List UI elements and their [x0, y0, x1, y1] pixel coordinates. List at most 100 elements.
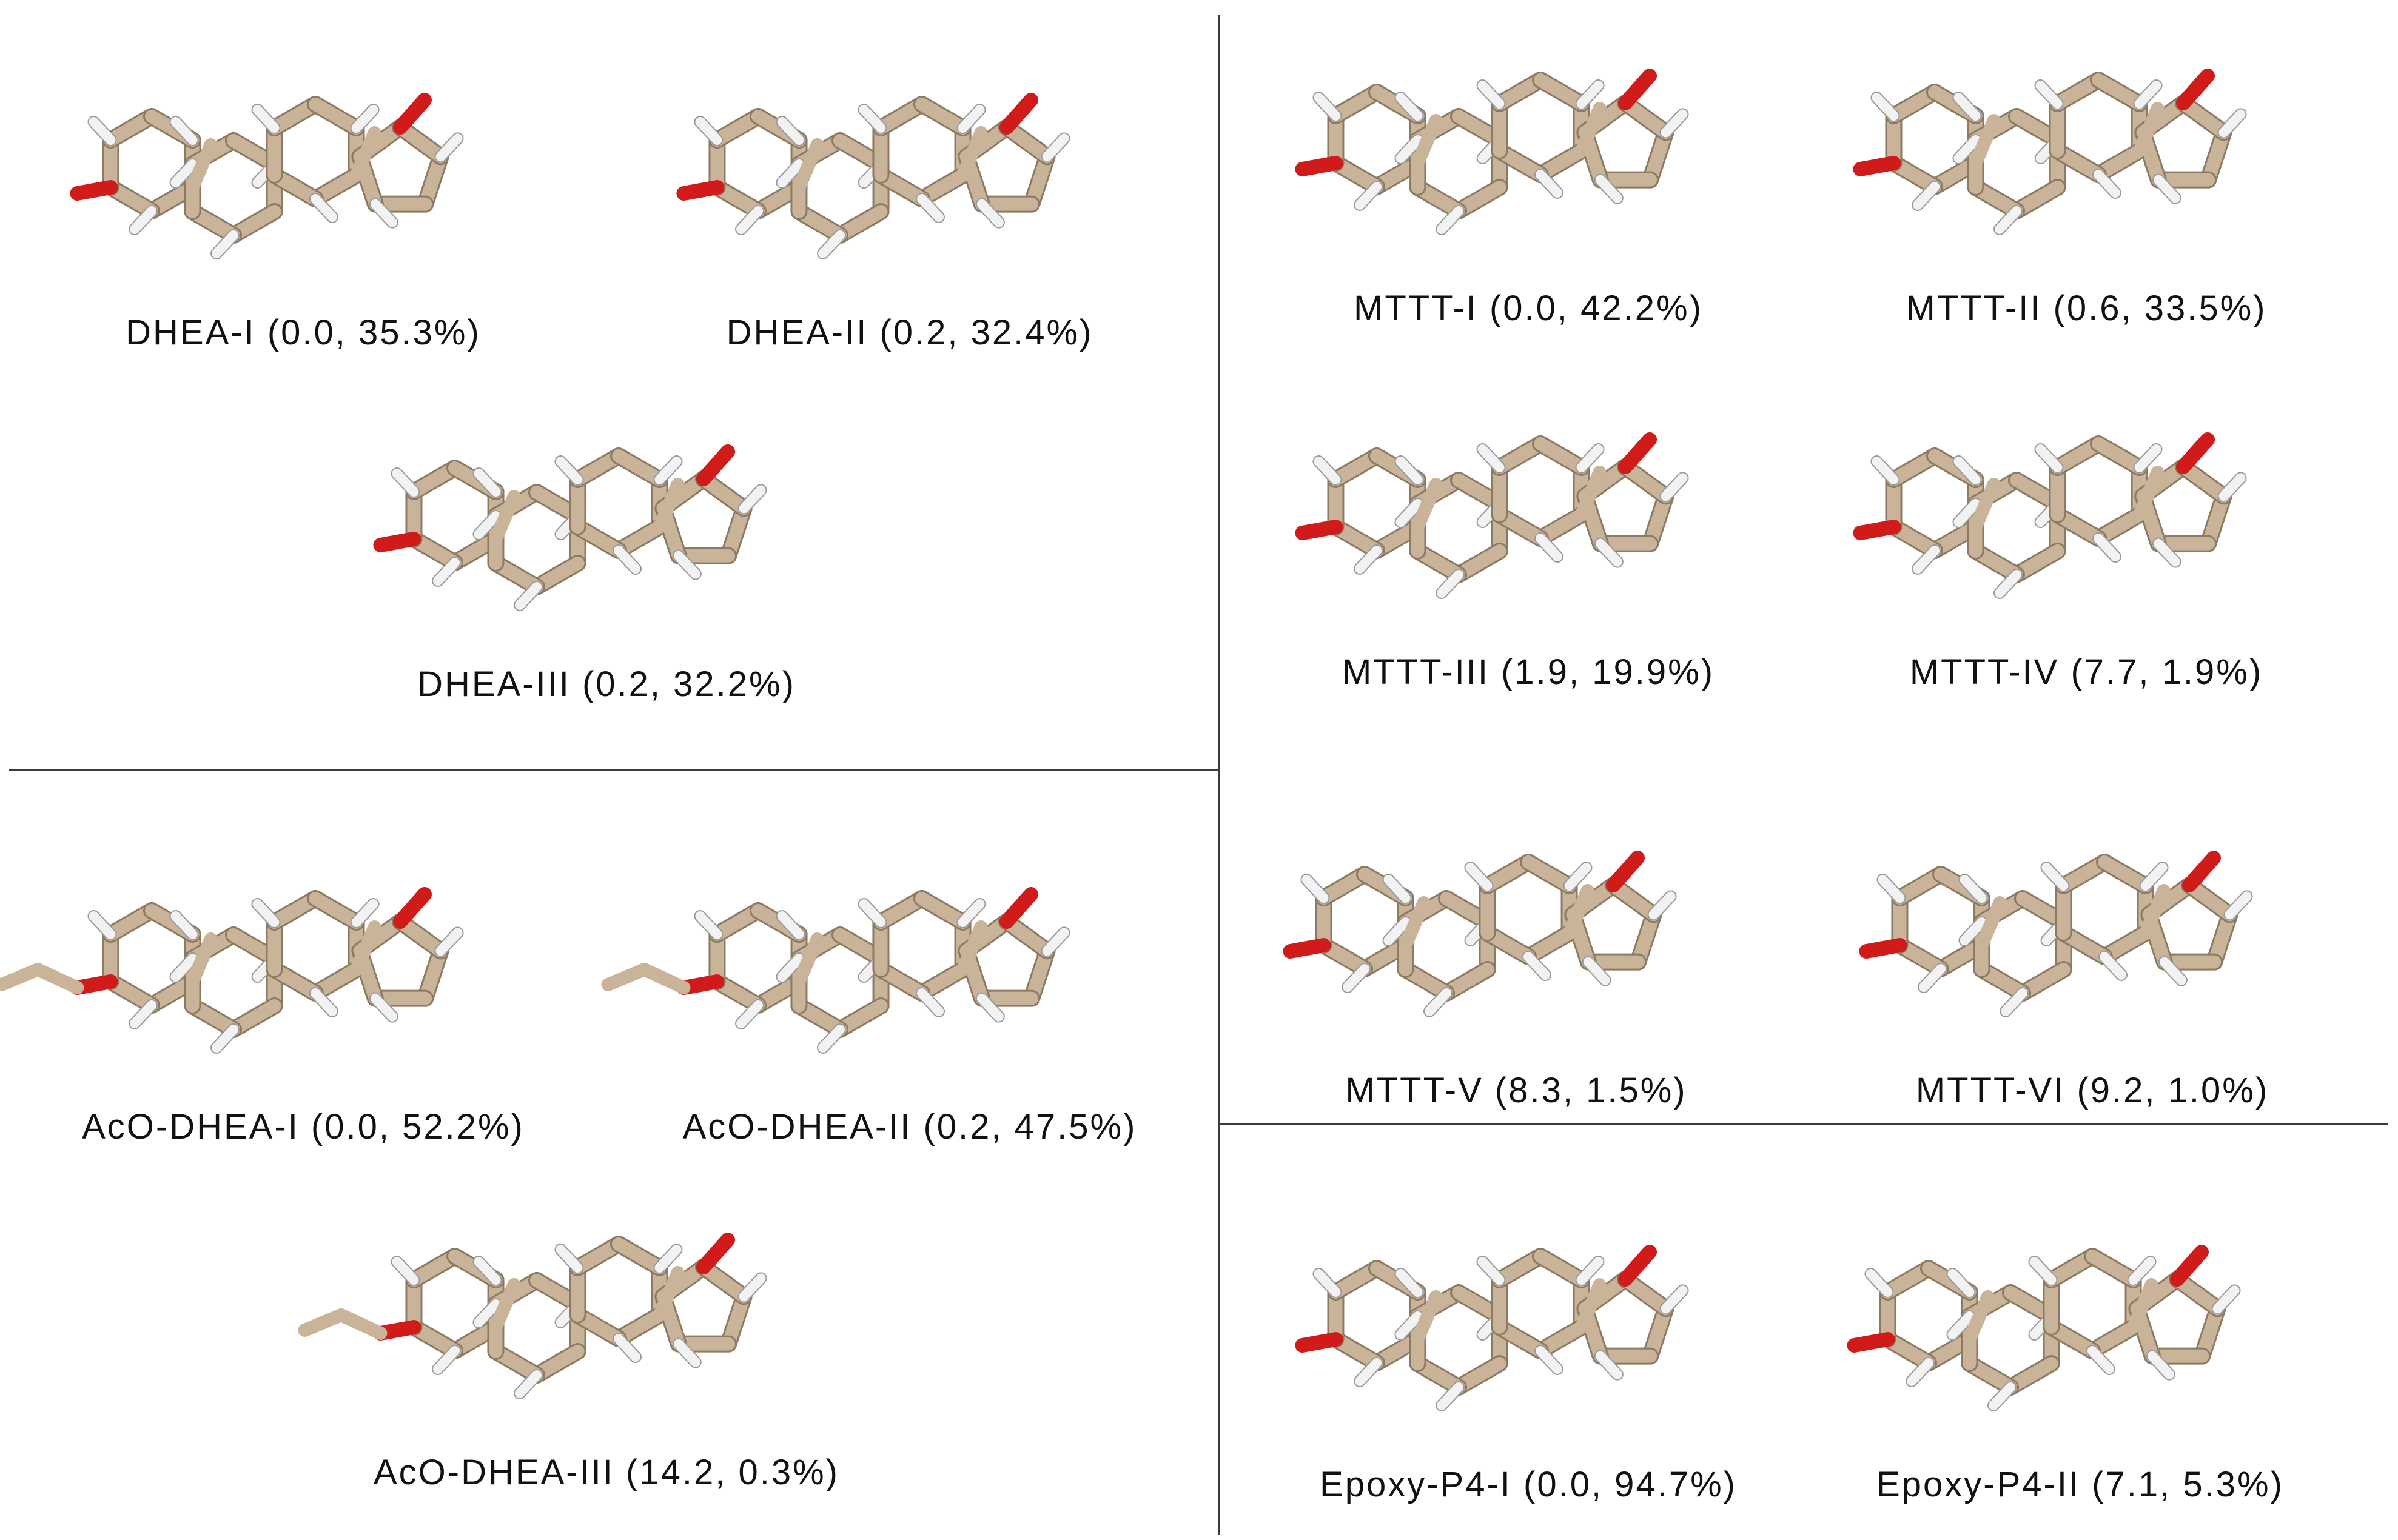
ring-c-hydrogen — [2035, 81, 2063, 109]
ring-d-hydrogen — [673, 551, 700, 579]
ring-a-hydrogen — [1953, 457, 1981, 484]
ring-d-hydrogen — [1648, 891, 1676, 920]
panel-dhea-2: DHEA-II (0.2, 32.4%) — [606, 12, 1213, 388]
panel-mttt-6: MTTT-VI (9.2, 1.0%) — [1789, 770, 2396, 1146]
ring-a-hydrogen — [1947, 1269, 1975, 1297]
ring-b-hydrogen — [1437, 1382, 1463, 1410]
ring-d-hydrogen — [976, 199, 1004, 227]
ring-b-hydrogen — [212, 1025, 238, 1053]
ring-c-bond — [1534, 437, 1588, 474]
ring-c-hydrogen — [2087, 1346, 2114, 1374]
ring-d-hydrogen — [2225, 891, 2252, 920]
ring-d-bond — [394, 915, 448, 958]
carbonyl-oxygen — [1618, 69, 1657, 110]
molecule-dhea-3 — [373, 444, 767, 611]
ring-c-hydrogen — [1523, 952, 1550, 980]
acetyl-bond — [31, 963, 84, 994]
carbonyl-oxygen — [696, 444, 735, 486]
ring-d-hydrogen — [2153, 538, 2180, 567]
ring-b-hydrogen — [777, 159, 804, 187]
ring-a-hydrogen — [170, 911, 198, 939]
ring-d-hydrogen — [1595, 175, 1622, 203]
ring-a-hydrogen — [1314, 93, 1341, 121]
ring-c-bond — [309, 98, 363, 135]
ring-c-bond — [309, 892, 363, 929]
left-horizontal-divider — [9, 769, 1220, 771]
angular-methyl — [653, 1266, 685, 1322]
ring-c-hydrogen — [2029, 1257, 2057, 1285]
hydroxyl-oxygen — [1295, 156, 1343, 176]
ring-a-hydrogen — [89, 117, 116, 145]
ring-a-hydrogen — [130, 1000, 156, 1028]
angular-methyl — [1969, 114, 2001, 170]
ring-b-hydrogen — [1953, 499, 1981, 527]
ring-d-hydrogen — [1042, 928, 1069, 956]
ring-c-hydrogen — [1477, 81, 1505, 109]
ring-b-hydrogen — [1395, 499, 1423, 527]
ring-c-bond — [2092, 437, 2146, 474]
ring-b-hydrogen — [515, 582, 542, 610]
ring-d-hydrogen — [1661, 1285, 1688, 1314]
ring-b-hydrogen — [170, 159, 198, 187]
ring-c-hydrogen — [1564, 863, 1591, 891]
ring-d-hydrogen — [1042, 133, 1069, 162]
ring-a-hydrogen — [1395, 457, 1423, 484]
hydroxyl-oxygen — [1847, 1332, 1895, 1353]
ring-c-hydrogen — [556, 1245, 583, 1273]
panel-epoxy-1: Epoxy-P4-I (0.0, 94.7%) — [1225, 1164, 1832, 1540]
angular-methyl — [1969, 478, 2001, 534]
ring-c-hydrogen — [351, 105, 378, 133]
angular-methyl — [186, 138, 218, 194]
ring-a-hydrogen — [433, 1346, 460, 1374]
ring-d-hydrogen — [370, 199, 397, 227]
molecule-aco-3 — [298, 1233, 767, 1399]
carbonyl-oxygen — [393, 93, 432, 135]
ring-b-hydrogen — [1995, 570, 2021, 598]
ring-b-hydrogen — [1995, 206, 2021, 234]
ring-d-hydrogen — [2218, 473, 2246, 501]
caption-dhea-3: DHEA-III (0.2, 32.2%) — [417, 665, 796, 704]
molecule-epoxy-1 — [1295, 1245, 1689, 1411]
vertical-divider — [1218, 15, 1220, 1535]
acetyl-bond — [334, 1308, 388, 1340]
ring-c-hydrogen — [654, 457, 682, 484]
ring-a-hydrogen — [777, 911, 804, 939]
ring-a-hydrogen — [1919, 964, 1946, 992]
ring-a-hydrogen — [170, 117, 198, 145]
ring-c-hydrogen — [1477, 444, 1505, 472]
ring-c-hydrogen — [614, 546, 640, 574]
hydroxyl-oxygen — [676, 180, 725, 201]
angular-methyl — [2132, 102, 2165, 158]
ring-d-bond — [2177, 460, 2231, 503]
ring-a-hydrogen — [1872, 457, 1899, 484]
ring-a-hydrogen — [1953, 93, 1981, 121]
ring-c-hydrogen — [252, 105, 280, 133]
ring-a-hydrogen — [474, 469, 501, 497]
ring-d-hydrogen — [2212, 1285, 2240, 1314]
hydroxyl-oxygen — [1283, 938, 1331, 959]
molecule-mttt-4 — [1853, 432, 2247, 599]
ring-a-hydrogen — [474, 1257, 501, 1285]
ring-a-hydrogen — [89, 911, 116, 939]
panel-mttt-4: MTTT-IV (7.7, 1.9%) — [1783, 352, 2390, 728]
angular-methyl — [349, 126, 381, 182]
caption-aco-3: AcO-DHEA-III (14.2, 0.3%) — [374, 1453, 839, 1492]
ring-c-bond — [915, 892, 970, 929]
hydroxyl-oxygen — [70, 180, 118, 201]
ring-c-bond — [1522, 855, 1576, 892]
angular-methyl — [653, 478, 685, 534]
carbonyl-oxygen — [999, 93, 1038, 135]
ring-b-hydrogen — [2001, 988, 2027, 1016]
angular-methyl — [1411, 478, 1443, 534]
angular-methyl — [1562, 884, 1594, 940]
ring-a-hydrogen — [695, 117, 722, 145]
ring-a-hydrogen — [1878, 875, 1905, 903]
caption-epoxy-2: Epoxy-P4-II (7.1, 5.3%) — [1876, 1465, 2284, 1504]
molecule-aco-2 — [601, 887, 1070, 1054]
angular-methyl — [792, 932, 824, 988]
carbonyl-oxygen — [999, 887, 1038, 929]
ring-c-bond — [612, 1237, 667, 1274]
ring-a-hydrogen — [1913, 546, 1940, 574]
ring-a-hydrogen — [130, 206, 156, 234]
ring-c-hydrogen — [1536, 1346, 1562, 1374]
